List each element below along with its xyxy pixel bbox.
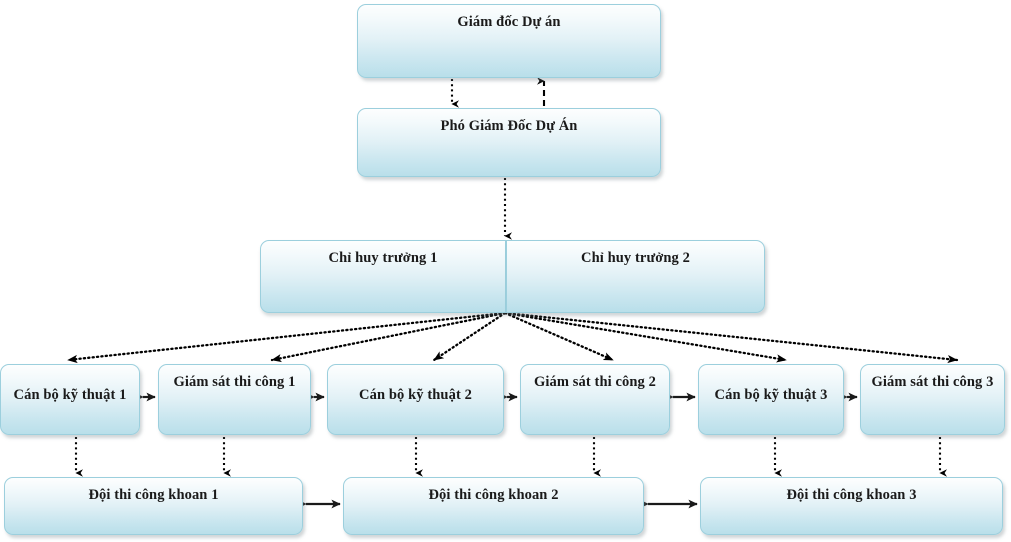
node-label-giam-sat-thi-cong-3: Giám sát thi công 3 [871, 374, 994, 390]
node-label-doi-thi-cong-khoan-1: Đội thi công khoan 1 [88, 487, 219, 503]
connector-fan-6 [503, 311, 959, 364]
node-doi-thi-cong-khoan-1[interactable]: Đội thi công khoan 1 [4, 477, 303, 535]
node-pho-giam-doc-du-an[interactable]: Phó Giám Đốc Dự Án [357, 108, 661, 177]
node-label-can-bo-ky-thuat-2: Cán bộ kỹ thuật 2 [359, 387, 472, 403]
connector-fan-5 [503, 311, 788, 363]
node-label-chi-huy-truong-2: Chỉ huy trưởng 2 [581, 250, 690, 266]
node-label-giam-doc-du-an: Giám đốc Dự án [457, 14, 561, 30]
connector-fan-1 [66, 311, 507, 364]
connector-staff-to-team-group [74, 437, 947, 477]
node-doi-thi-cong-khoan-3[interactable]: Đội thi công khoan 3 [700, 477, 1003, 535]
node-chi-huy-truong-2[interactable]: Chỉ huy trưởng 2 [506, 240, 765, 313]
node-giam-sat-thi-cong-2[interactable]: Giám sát thi công 2 [520, 364, 670, 435]
connector-fan-2 [270, 311, 507, 363]
node-giam-doc-du-an[interactable]: Giám đốc Dự án [357, 4, 661, 78]
node-doi-thi-cong-khoan-2[interactable]: Đội thi công khoan 2 [343, 477, 644, 535]
node-label-can-bo-ky-thuat-1: Cán bộ kỹ thuật 1 [13, 387, 127, 403]
node-label-doi-thi-cong-khoan-2: Đội thi công khoan 2 [428, 487, 559, 503]
node-can-bo-ky-thuat-2[interactable]: Cán bộ kỹ thuật 2 [327, 364, 504, 435]
node-chi-huy-truong-1[interactable]: Chỉ huy trưởng 1 [260, 240, 506, 313]
node-label-pho-giam-doc-du-an: Phó Giám Đốc Dự Án [440, 118, 578, 134]
node-label-doi-thi-cong-khoan-3: Đội thi công khoan 3 [786, 487, 917, 503]
node-giam-sat-thi-cong-1[interactable]: Giám sát thi công 1 [158, 364, 311, 435]
node-label-can-bo-ky-thuat-3: Cán bộ kỹ thuật 3 [714, 387, 828, 403]
connector-fan-4 [503, 311, 615, 362]
node-can-bo-ky-thuat-3[interactable]: Cán bộ kỹ thuật 3 [698, 364, 844, 435]
node-label-giam-sat-thi-cong-2: Giám sát thi công 2 [534, 374, 656, 390]
connector-fanout-group [66, 311, 959, 364]
node-giam-sat-thi-cong-3[interactable]: Giám sát thi công 3 [860, 364, 1005, 435]
node-can-bo-ky-thuat-1[interactable]: Cán bộ kỹ thuật 1 [0, 364, 140, 435]
node-label-chi-huy-truong-1: Chỉ huy trưởng 1 [328, 250, 438, 266]
node-label-giam-sat-thi-cong-1: Giám sát thi công 1 [173, 374, 296, 390]
connector-fan-3 [432, 311, 507, 362]
